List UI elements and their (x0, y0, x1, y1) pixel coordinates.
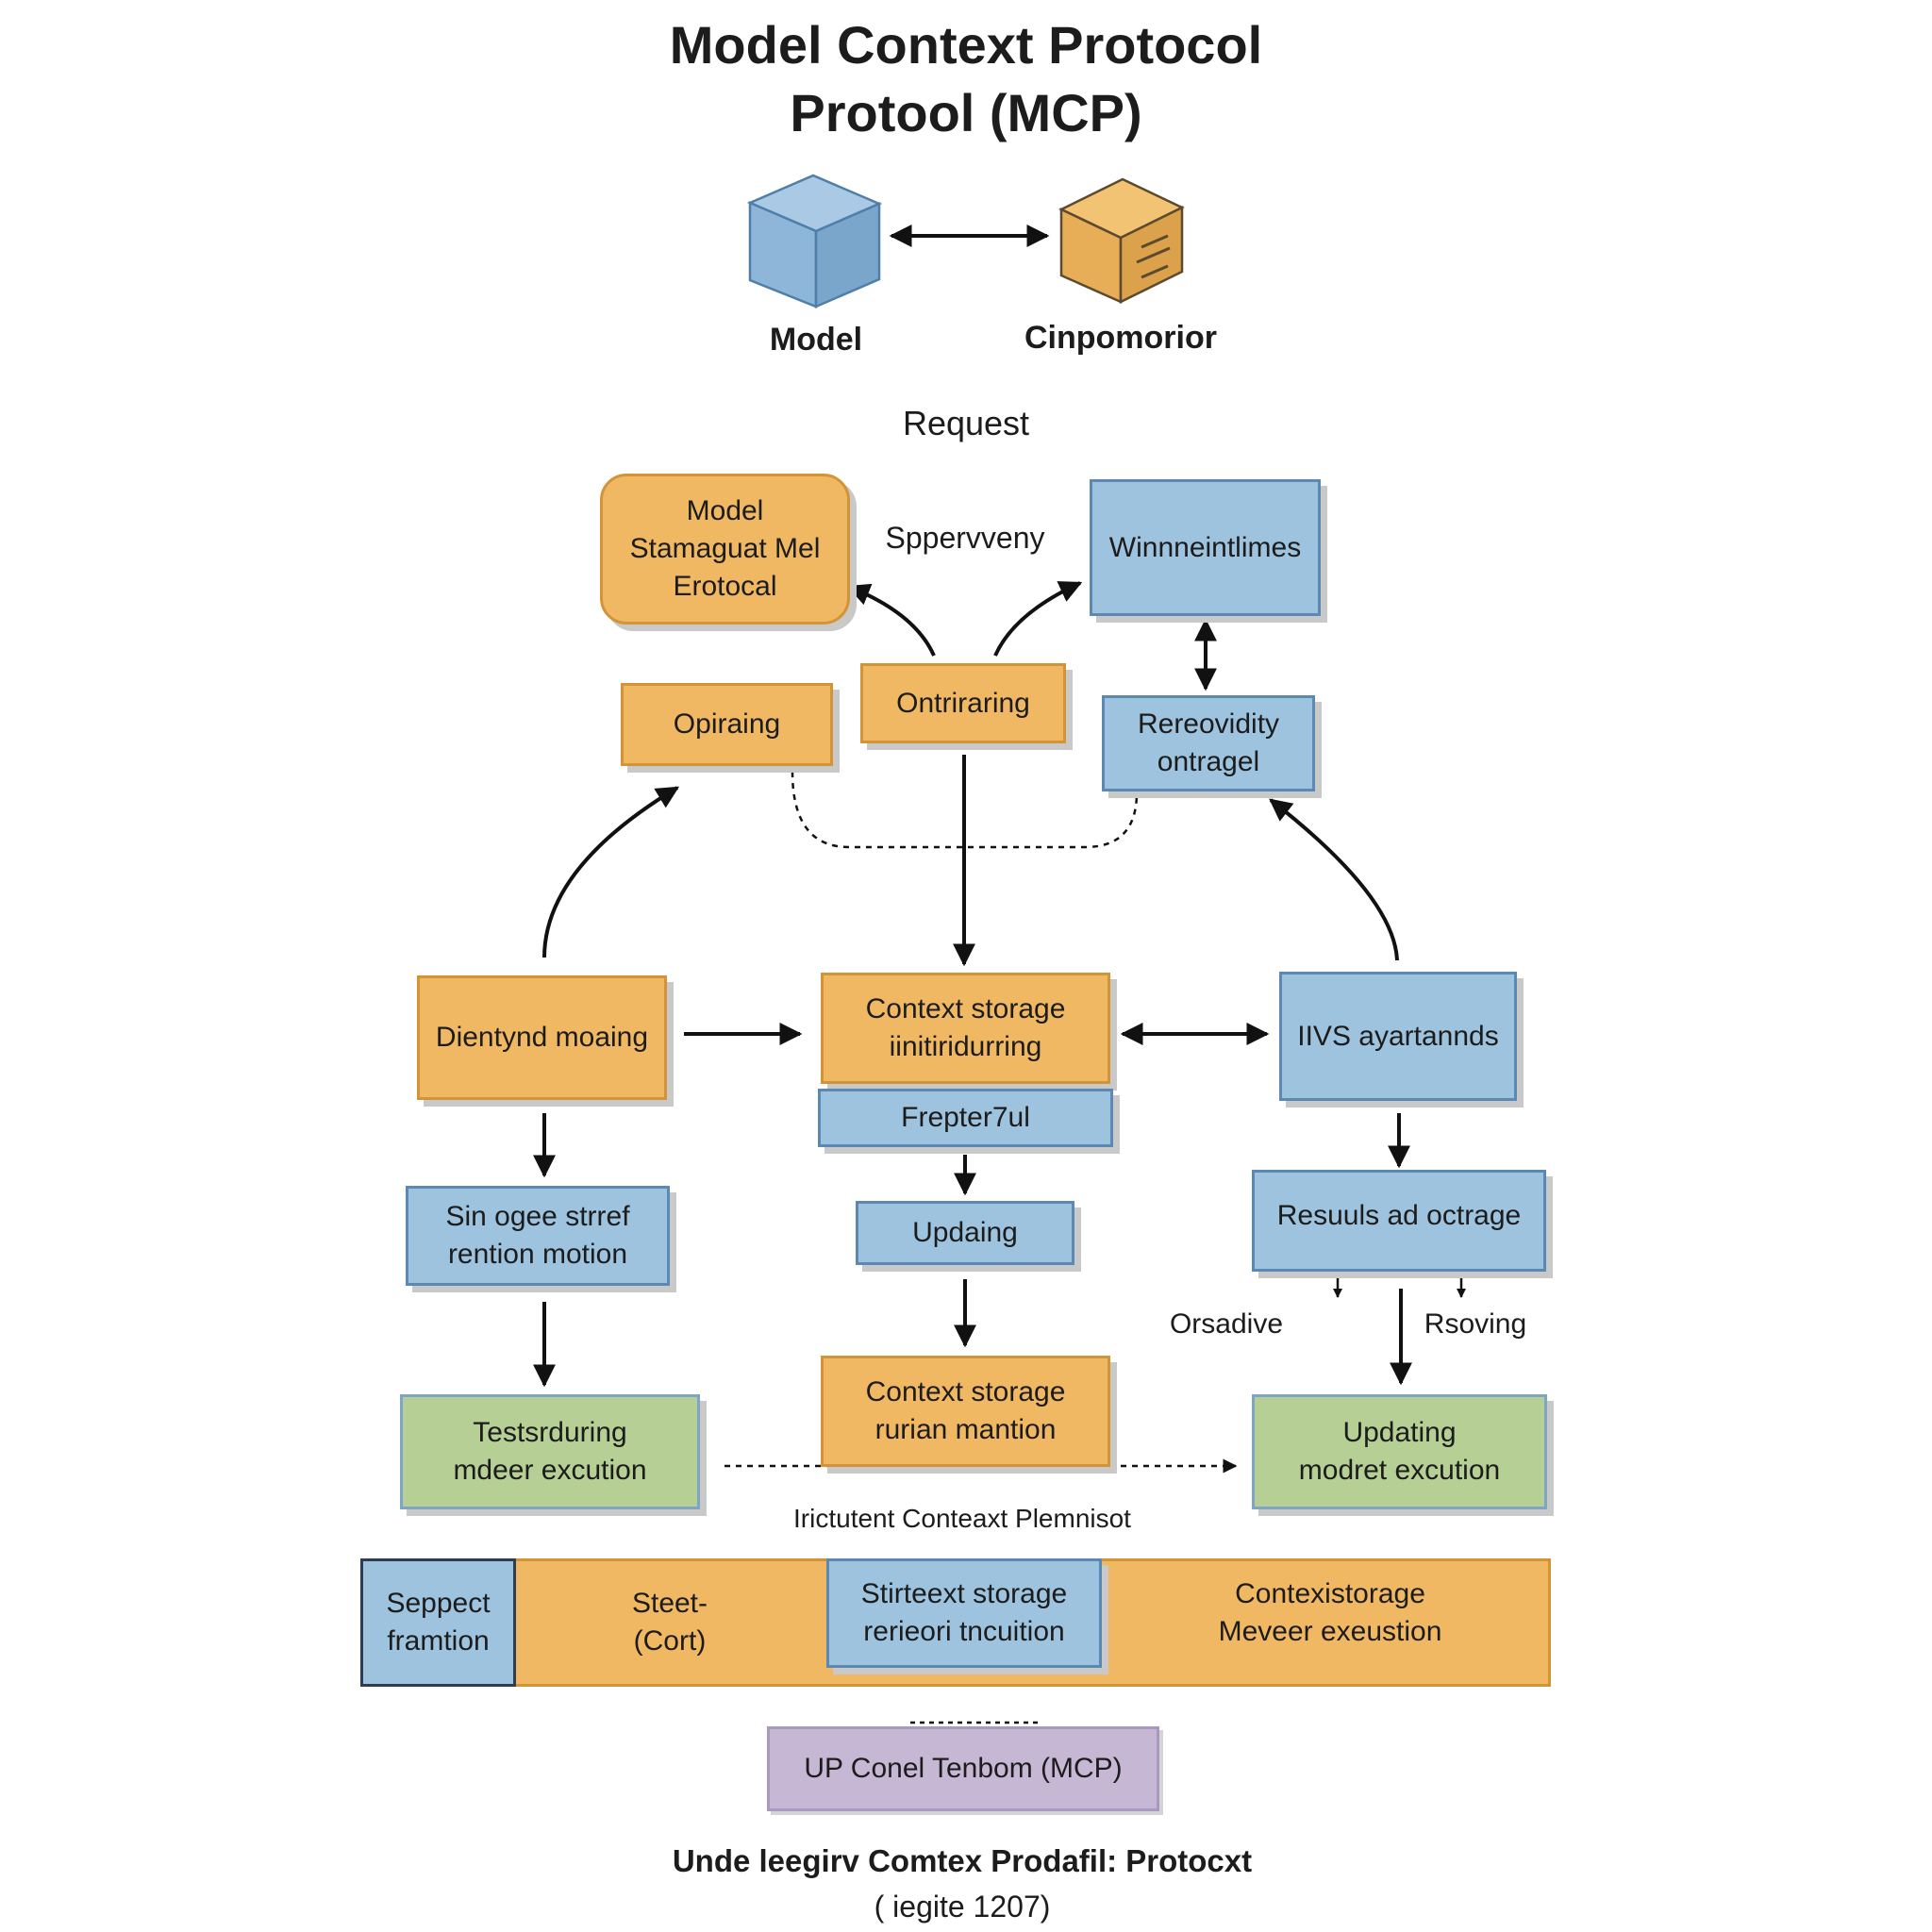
seppect-box: Seppect framtion (360, 1558, 516, 1687)
blue-cube-icon (746, 174, 883, 308)
updating-green-box: Updating modret excution (1252, 1394, 1547, 1509)
sin-ogee-box: Sin ogee strref rention motion (406, 1186, 670, 1286)
frepter-box: Frepter7ul (818, 1089, 1113, 1147)
updating-green-box-label: Updating modret excution (1298, 1417, 1501, 1486)
reroviditiy-box-label: Rereovidity ontragel (1137, 708, 1280, 777)
ontrirarimg-box: Ontriraring (860, 663, 1066, 743)
testerduring-box: Testsrduring mdeer excution (400, 1394, 700, 1509)
model-icon-label: Model (769, 322, 863, 358)
page-title-line1: Model Context Protocol (669, 15, 1263, 75)
rsoving-label: Rsoving (1424, 1308, 1527, 1340)
context-storage-top-box: Context storage iinitiridurring (821, 973, 1110, 1084)
contexstorage-cell: Contexistorage Meveer exeustion (1113, 1558, 1547, 1687)
updaing-box-label: Updaing (912, 1217, 1018, 1248)
orange-cube-icon (1058, 177, 1185, 305)
connector-icon-label: Cinpomorior (1024, 320, 1217, 356)
resuuls-box-label: Resuuls ad octrage (1276, 1200, 1522, 1231)
mcp-bottom-box-label: UP Conel Tenbom (MCP) (804, 1753, 1123, 1784)
frepter-box-label: Frepter7ul (901, 1102, 1030, 1133)
context-storage-top-box-label: Context storage iinitiridurring (865, 993, 1066, 1062)
context-storage-mid-box: Context storage rurian mantion (821, 1356, 1110, 1467)
dientynd-box: Dientynd moaing (417, 975, 667, 1100)
mcp-bottom-box: UP Conel Tenbom (MCP) (767, 1726, 1159, 1811)
ontrirarimg-box-label: Ontriraring (896, 687, 1030, 719)
inctutent-label: Irictutent Conteaxt Ρlemnisot (793, 1504, 1131, 1533)
page-title-line2: Protool (MCP) (790, 83, 1142, 142)
request-label: Request (902, 404, 1030, 442)
footer-line2: ( iegite 1207) (874, 1890, 1051, 1924)
sppervenv-label: Sppervveny (885, 521, 1045, 555)
footer-line1: Unde leegirv Comtex Prodafil: Protocxt (672, 1843, 1253, 1878)
seppect-box-label: Seppect framtion (386, 1588, 491, 1657)
street-cell: Steet- (Cort) (528, 1558, 811, 1687)
stirtext-box: Stirteext storage rerieori tncuition (826, 1558, 1102, 1668)
street-cell-label: Steet- (Cort) (631, 1588, 708, 1657)
model-protocol-box-label: Model Stamaguat Mel Erotocal (629, 495, 821, 602)
model-protocol-box: Model Stamaguat Mel Erotocal (600, 474, 850, 625)
opiraing-box-label: Opiraing (673, 708, 781, 740)
opiraing-box: Opiraing (621, 683, 833, 766)
stirtext-box-label: Stirteext storage rerieori tncuition (860, 1578, 1068, 1647)
context-storage-mid-box-label: Context storage rurian mantion (865, 1376, 1066, 1445)
resuuls-box: Resuuls ad octrage (1252, 1170, 1546, 1272)
ivs-box-label: IIVS ayartannds (1297, 1020, 1499, 1052)
updaing-box: Updaing (856, 1201, 1074, 1265)
sin-ogee-box-label: Sin ogee strref rention motion (445, 1201, 630, 1270)
contexstorage-cell-label: Contexistorage Meveer exeustion (1218, 1578, 1442, 1647)
testerduring-box-label: Testsrduring mdeer excution (453, 1417, 647, 1486)
reroviditiy-box: Rereovidity ontragel (1102, 695, 1315, 791)
winnen-box: Winnneintlimes (1090, 479, 1321, 616)
dientynd-box-label: Dientynd moaing (435, 1022, 649, 1053)
orsadive-label: Orsadive (1169, 1308, 1284, 1340)
winnen-box-label: Winnneintlimes (1108, 531, 1302, 563)
ivs-box: IIVS ayartannds (1279, 972, 1517, 1101)
